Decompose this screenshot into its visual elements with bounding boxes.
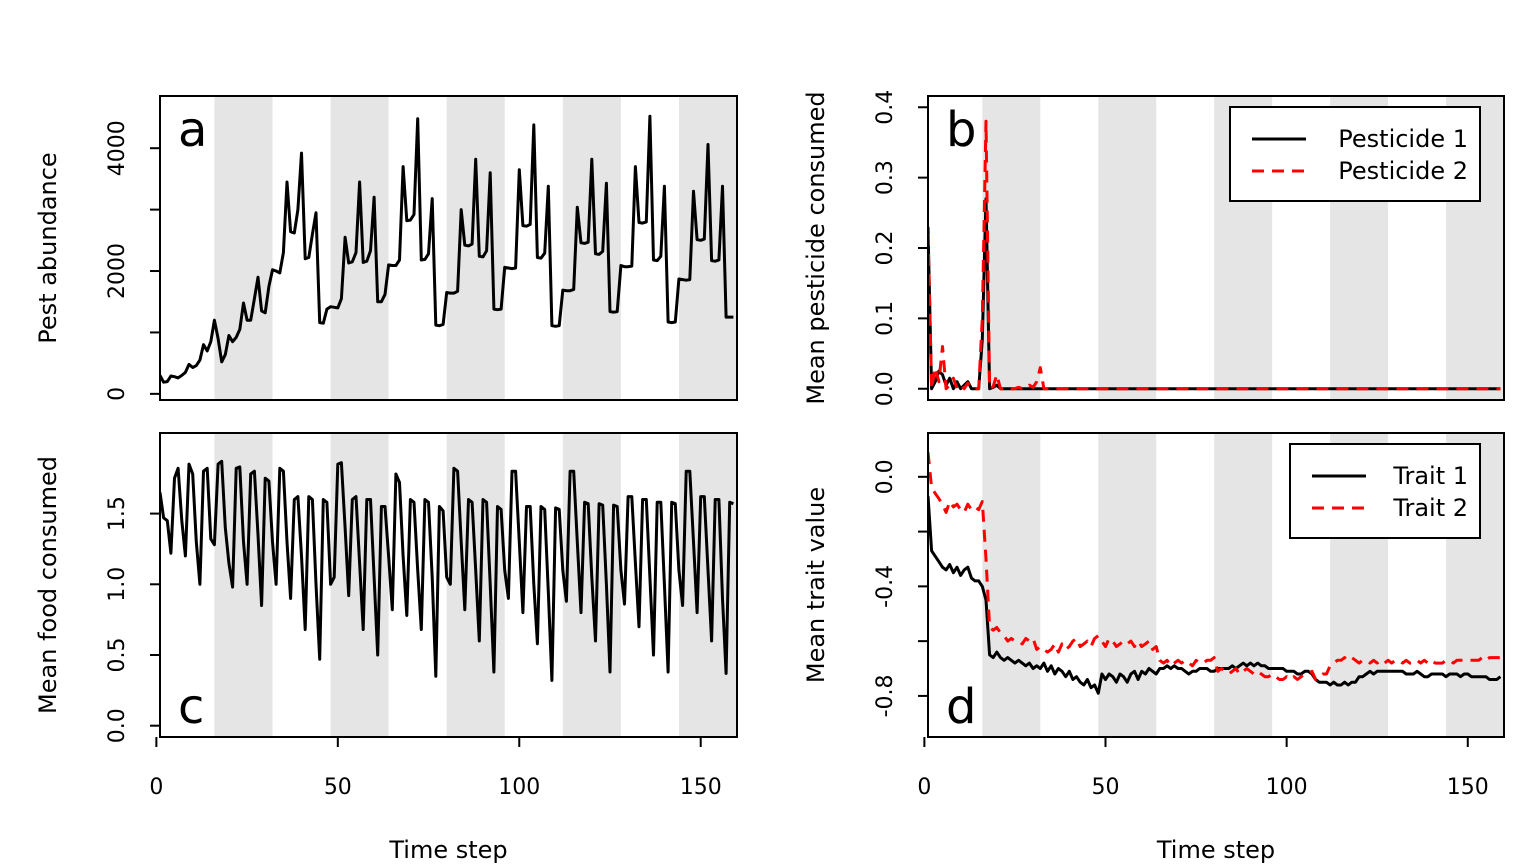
y-axis-title: Pest abundance bbox=[34, 152, 62, 343]
y-axis-title: Mean trait value bbox=[802, 487, 830, 683]
x-tick-label: 50 bbox=[1092, 775, 1120, 800]
series-lines bbox=[928, 452, 1502, 695]
x-axis-title: Time step bbox=[388, 836, 507, 864]
legend-box bbox=[1289, 443, 1481, 539]
series-line bbox=[160, 459, 734, 682]
y-tick-label: 0.5 bbox=[105, 637, 130, 672]
shaded-interval bbox=[678, 96, 737, 400]
y-tick-label: 1.0 bbox=[105, 567, 130, 602]
y-tick-label: 2000 bbox=[105, 243, 130, 299]
shaded-interval bbox=[330, 96, 389, 400]
panel-letter: c bbox=[178, 679, 204, 735]
panel-letter: d bbox=[946, 679, 976, 735]
y-tick-label: 0.3 bbox=[873, 160, 898, 195]
x-tick-label: 0 bbox=[917, 775, 931, 800]
series-line bbox=[160, 114, 734, 384]
y-tick-label: 1.5 bbox=[105, 496, 130, 531]
y-tick-label: 0.0 bbox=[105, 708, 130, 743]
y-axis-title: Mean pesticide consumed bbox=[802, 91, 830, 404]
x-tick-label: 100 bbox=[1266, 775, 1308, 800]
legend-label: Trait 2 bbox=[1392, 494, 1468, 522]
x-axis-title: Time step bbox=[1156, 836, 1275, 864]
plot-frame bbox=[159, 95, 738, 401]
panel-letter: a bbox=[178, 102, 207, 158]
x-tick-label: 150 bbox=[1447, 775, 1489, 800]
x-tick-label: 100 bbox=[498, 775, 540, 800]
series-line bbox=[928, 495, 1502, 695]
shaded-interval bbox=[1214, 433, 1273, 737]
legend: Pesticide 1 Pesticide 2 bbox=[1229, 106, 1481, 202]
y-tick-label: 0.4 bbox=[873, 90, 898, 125]
shaded-interval bbox=[982, 433, 1041, 737]
y-tick-label: -0.8 bbox=[873, 674, 898, 717]
y-tick-label: 0.0 bbox=[873, 459, 898, 494]
shaded-interval bbox=[214, 96, 273, 400]
x-tick-label: 150 bbox=[680, 775, 722, 800]
legend-label: Pesticide 1 bbox=[1338, 125, 1468, 153]
series-line bbox=[928, 119, 1501, 391]
y-tick-label: 4000 bbox=[105, 120, 130, 176]
y-tick-label: -0.4 bbox=[873, 565, 898, 608]
y-tick-label: 0 bbox=[105, 387, 130, 401]
x-tick-label: 0 bbox=[149, 775, 163, 800]
shaded-interval bbox=[982, 96, 1041, 400]
shaded-interval bbox=[1098, 433, 1157, 737]
x-tick-label: 50 bbox=[324, 775, 352, 800]
legend-label: Trait 1 bbox=[1392, 462, 1468, 490]
legend-box bbox=[1229, 106, 1481, 202]
shaded-interval bbox=[1098, 96, 1157, 400]
y-tick-label: 0.1 bbox=[873, 301, 898, 336]
series-lines bbox=[160, 114, 734, 384]
panel-letter: b bbox=[946, 102, 976, 158]
plot-frame bbox=[927, 432, 1505, 738]
y-axis-title: Mean food consumed bbox=[34, 456, 62, 714]
series-lines bbox=[928, 119, 1501, 391]
legend: Trait 1 Trait 2 bbox=[1289, 443, 1481, 539]
y-tick-label: 0.0 bbox=[873, 371, 898, 406]
series-lines bbox=[160, 459, 734, 682]
legend-label: Pesticide 2 bbox=[1338, 157, 1468, 185]
shaded-intervals bbox=[214, 96, 737, 400]
shaded-interval bbox=[562, 96, 621, 400]
y-tick-label: 0.2 bbox=[873, 231, 898, 266]
shaded-interval bbox=[446, 96, 505, 400]
series-line bbox=[928, 452, 1501, 681]
